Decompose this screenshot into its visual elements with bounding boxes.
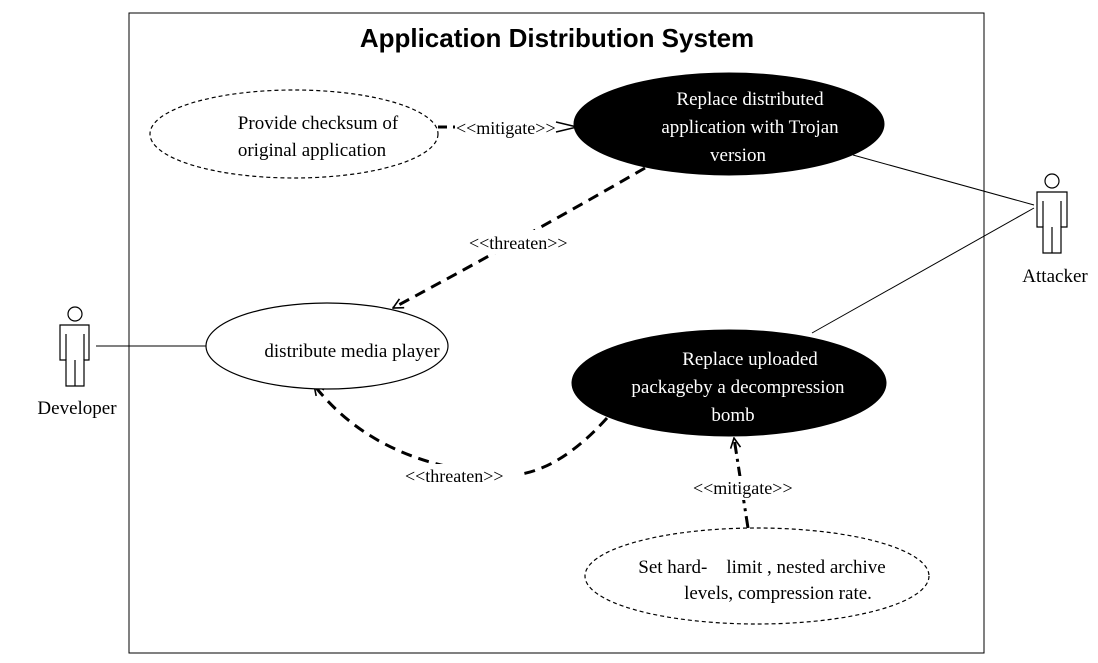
threaten-bottom-arrow	[312, 385, 609, 477]
attacker-figure-icon	[1036, 173, 1068, 254]
developer-figure-icon	[59, 306, 90, 387]
association-attacker-trojan	[852, 154, 1035, 206]
association-attacker-bomb	[811, 207, 1035, 334]
usecase-distribute-media-player[interactable]: distribute media player	[205, 302, 449, 390]
usecase-replace-bomb-line1: Replace uploaded	[682, 349, 818, 370]
mitigate-bottom-label: <<mitigate>>	[693, 478, 793, 498]
attacker-label: Attacker	[1022, 266, 1088, 287]
usecase-provide-checksum-line2: original application	[238, 140, 387, 161]
usecase-distribute-media-player-label: distribute media player	[264, 341, 440, 362]
system-boundary	[128, 12, 985, 654]
usecase-set-hard-limit[interactable]: Set hard- limit , nested archive levels,…	[584, 527, 930, 625]
usecase-distribute-media-player-shape	[205, 302, 449, 390]
actor-developer[interactable]: Developer	[37, 306, 117, 419]
usecase-provide-checksum-line1: Provide checksum of	[238, 113, 399, 134]
usecase-replace-bomb-line2: packageby a decompression	[631, 377, 845, 398]
usecase-set-hard-limit-line2: levels, compression rate.	[684, 583, 872, 604]
usecase-replace-bomb-shape	[571, 329, 887, 437]
threaten-top-label: <<threaten>>	[469, 233, 568, 253]
usecase-provide-checksum-shape	[149, 89, 439, 179]
usecase-replace-bomb-line3: bomb	[711, 405, 754, 426]
usecase-replace-trojan-line1: Replace distributed	[676, 89, 824, 110]
developer-label: Developer	[37, 398, 117, 419]
usecase-replace-bomb[interactable]: Replace uploaded packageby a decompressi…	[571, 329, 887, 437]
usecase-replace-trojan-line3: version	[710, 145, 766, 166]
usecase-replace-trojan-shape	[573, 72, 885, 176]
mitigate-bottom-arrow	[734, 438, 750, 529]
threaten-bottom-label: <<threaten>>	[405, 466, 504, 486]
mitigate-top-label: <<mitigate>>	[456, 118, 556, 138]
usecase-replace-trojan[interactable]: Replace distributed application with Tro…	[573, 72, 885, 176]
usecase-replace-trojan-line2: application with Trojan	[661, 117, 839, 138]
usecase-set-hard-limit-shape	[584, 527, 930, 625]
threaten-top-label-bg	[468, 230, 588, 254]
usecase-set-hard-limit-line1: Set hard- limit , nested archive	[638, 557, 885, 578]
system-title: Application Distribution System	[360, 23, 754, 53]
threaten-bottom-label-bg	[404, 464, 522, 488]
usecase-provide-checksum[interactable]: Provide checksum of original application	[149, 89, 439, 179]
actor-attacker[interactable]: Attacker	[1022, 173, 1088, 287]
mitigate-bottom-label-bg	[692, 476, 814, 500]
